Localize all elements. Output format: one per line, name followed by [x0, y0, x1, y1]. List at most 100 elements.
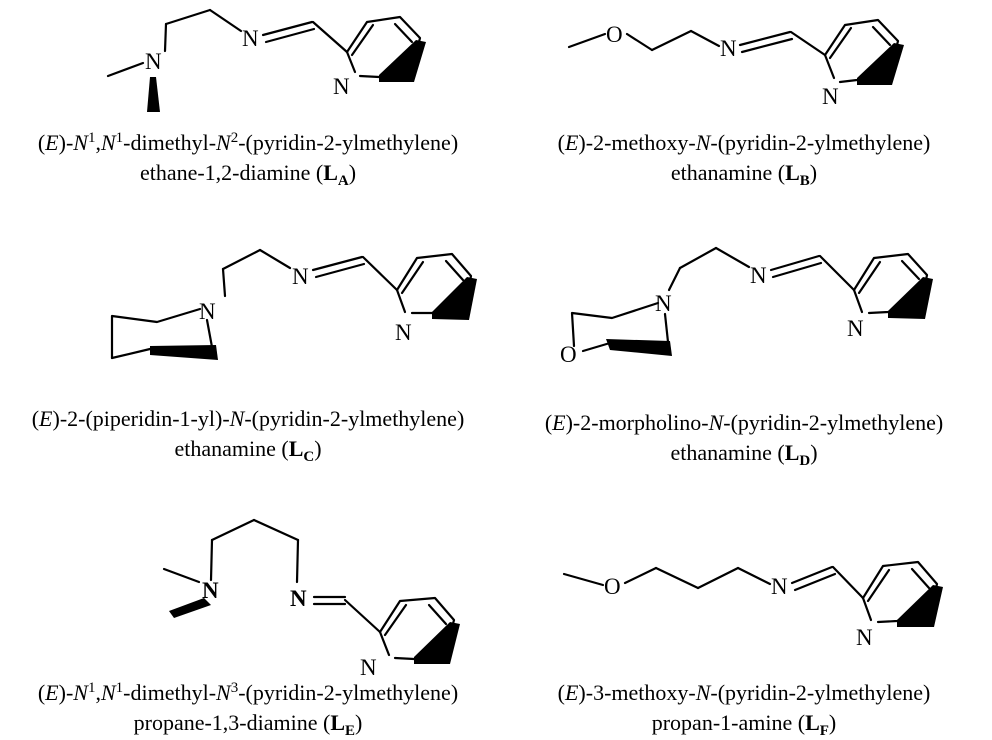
text: )-2-(piperidin-1-yl)- — [52, 406, 230, 431]
text: ( — [557, 130, 565, 155]
caption-la-line1: (E)-N1,N1-dimethyl-N2-(pyridin-2-ylmethy… — [0, 128, 496, 158]
text: -dimethyl- — [123, 130, 217, 155]
text: -(pyridin-2-ylmethylene) — [238, 130, 459, 155]
text: ethane-1,2-diamine ( — [139, 160, 324, 185]
ligand-label-la: LA — [323, 160, 349, 189]
subscript: D — [799, 453, 811, 469]
atom-n-pyridine: N — [333, 74, 350, 99]
superscript: 1 — [87, 680, 96, 696]
caption-lb: (E)-2-methoxy-N-(pyridin-2-ylmethylene) … — [496, 128, 992, 189]
caption-lf: (E)-3-methoxy-N-(pyridin-2-ylmethylene) … — [496, 678, 992, 739]
text: -(pyridin-2-ylmethylene) — [723, 410, 944, 435]
text: E — [552, 410, 566, 435]
text: ethanamine ( — [670, 440, 785, 465]
caption-le-line1: (E)-N1,N1-dimethyl-N3-(pyridin-2-ylmethy… — [0, 678, 496, 708]
text: N — [229, 406, 245, 431]
atom-n-pyridine: N — [856, 625, 873, 650]
atom-o-methoxy: O — [604, 574, 621, 599]
structure-la: N N N — [106, 8, 426, 112]
atom-n-amine: N — [145, 49, 162, 74]
subscript: B — [799, 173, 810, 189]
caption-lf-line2: propan-1-amine (LF) — [496, 708, 992, 739]
subscript: C — [303, 449, 315, 465]
text: )-2-methoxy- — [578, 130, 696, 155]
text: N — [100, 680, 116, 705]
caption-la: (E)-N1,N1-dimethyl-N2-(pyridin-2-ylmethy… — [0, 128, 496, 189]
structure-ld: N O N N — [560, 246, 933, 367]
ligand-label-lc: LC — [288, 436, 315, 465]
caption-ld: (E)-2-morpholino-N-(pyridin-2-ylmethylen… — [496, 408, 992, 469]
text: )-3-methoxy- — [578, 680, 696, 705]
caption-ld-line1: (E)-2-morpholino-N-(pyridin-2-ylmethylen… — [496, 408, 992, 438]
atom-n-imine: N — [292, 264, 309, 289]
caption-lb-line1: (E)-2-methoxy-N-(pyridin-2-ylmethylene) — [496, 128, 992, 158]
subscript: E — [345, 723, 356, 739]
structure-le: N N N — [162, 518, 460, 680]
text: L — [288, 436, 304, 461]
text: -(pyridin-2-ylmethylene) — [238, 680, 459, 705]
atom-o-methoxy: O — [606, 22, 623, 47]
subscript: F — [819, 723, 829, 739]
text: N — [695, 130, 711, 155]
superscript: 1 — [115, 680, 124, 696]
text: , — [95, 130, 101, 155]
text: propane-1,3-diamine ( — [133, 710, 331, 735]
text: N — [73, 680, 88, 705]
superscript: 2 — [230, 130, 239, 146]
text: E — [45, 130, 59, 155]
text: ) — [314, 436, 322, 461]
ligand-label-lb: LB — [785, 160, 810, 189]
text: ( — [557, 680, 565, 705]
caption-ld-line2: ethanamine (LD) — [496, 438, 992, 469]
text: ethanamine ( — [670, 160, 786, 185]
caption-lf-line1: (E)-3-methoxy-N-(pyridin-2-ylmethylene) — [496, 678, 992, 708]
text: ( — [544, 410, 553, 435]
text: L — [330, 710, 346, 735]
text: )- — [58, 680, 74, 705]
atom-n-pyridine: N — [360, 655, 377, 680]
ligand-label-le: LE — [330, 710, 355, 739]
subscript: A — [337, 173, 349, 189]
caption-lb-line2: ethanamine (LB) — [496, 158, 992, 189]
text: propan-1-amine ( — [651, 710, 806, 735]
caption-lc-line2: ethanamine (LC) — [0, 434, 496, 465]
text: E — [39, 406, 53, 431]
atom-n-pyridine: N — [847, 316, 864, 341]
text: L — [784, 440, 800, 465]
ligand-label-ld: LD — [784, 440, 811, 469]
ligand-label-lf: LF — [805, 710, 829, 739]
text: -(pyridin-2-ylmethylene) — [244, 406, 465, 431]
caption-la-line2: ethane-1,2-diamine (LA) — [0, 158, 496, 189]
atom-n-imine: N — [242, 26, 259, 51]
text: E — [564, 680, 579, 705]
atom-n-piperidine: N — [199, 299, 216, 324]
text: )-2-morpholino- — [565, 410, 709, 435]
text: ) — [355, 710, 363, 735]
structure-lf: O N N — [562, 560, 943, 650]
text: N — [216, 130, 231, 155]
text: N — [695, 680, 711, 705]
atom-n-imine: N — [720, 36, 737, 61]
text: L — [785, 160, 800, 185]
text: -(pyridin-2-ylmethylene) — [710, 130, 931, 155]
text: N — [73, 130, 88, 155]
text: ) — [348, 160, 357, 185]
text: E — [564, 130, 579, 155]
text: N — [216, 680, 231, 705]
structure-lc: N N N — [110, 248, 477, 360]
superscript: 1 — [87, 130, 96, 146]
text: ) — [810, 440, 818, 465]
atom-n-imine: N — [290, 586, 307, 611]
text: N — [100, 130, 116, 155]
caption-le: (E)-N1,N1-dimethyl-N3-(pyridin-2-ylmethy… — [0, 678, 496, 739]
atom-n-pyridine: N — [822, 84, 839, 109]
caption-le-line2: propane-1,3-diamine (LE) — [0, 708, 496, 739]
text: , — [95, 680, 101, 705]
text: ( — [37, 130, 46, 155]
atom-n-imine: N — [750, 263, 767, 288]
text: ( — [37, 680, 46, 705]
caption-lc: (E)-2-(piperidin-1-yl)-N-(pyridin-2-ylme… — [0, 404, 496, 465]
caption-lc-line1: (E)-2-(piperidin-1-yl)-N-(pyridin-2-ylme… — [0, 404, 496, 434]
